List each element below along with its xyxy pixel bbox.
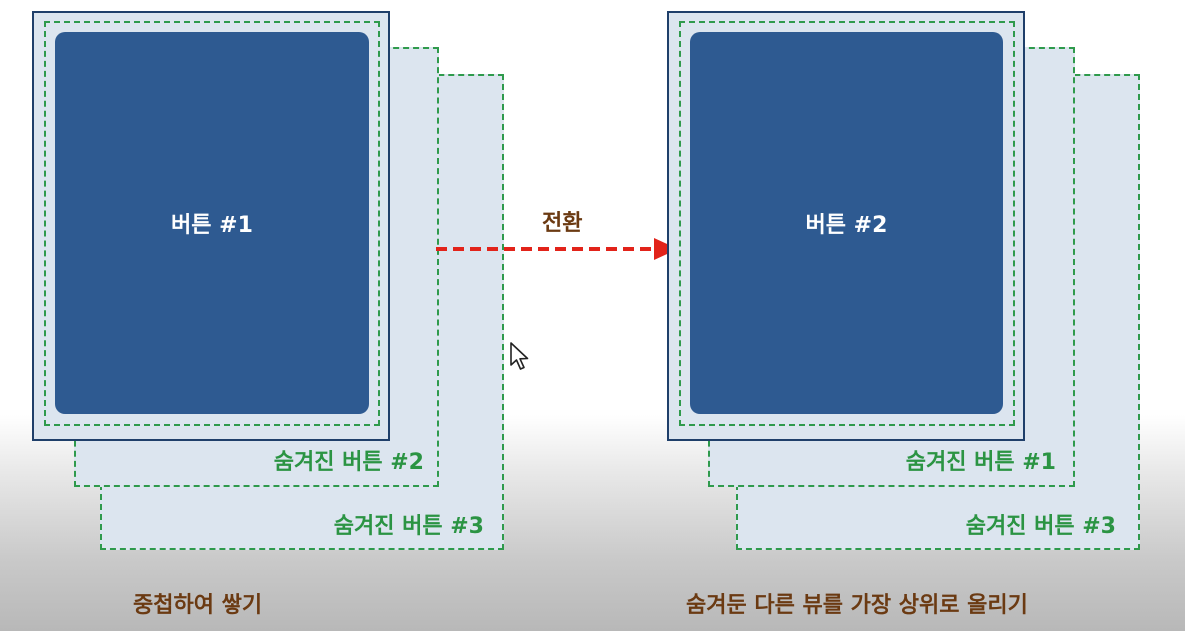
left-front-view-outline (44, 21, 380, 426)
left-visible-button-label: 버튼 #1 (171, 213, 253, 238)
left-hidden-layer-2-label: 숨겨진 버튼 #2 (273, 450, 424, 475)
left-hidden-layer-3-label: 숨겨진 버튼 #3 (333, 514, 484, 539)
arrow-right-icon (436, 238, 678, 260)
mouse-cursor-icon (510, 342, 529, 370)
right-visible-button-label: 버튼 #2 (805, 213, 888, 238)
right-caption: 숨겨둔 다른 뷰를 가장 상위로 올리기 (686, 593, 1028, 618)
right-front-view-outline (679, 21, 1015, 426)
transition-label: 전환 (542, 211, 583, 236)
right-visible-button[interactable]: 버튼 #2 (690, 32, 1003, 414)
right-hidden-layer-1-label: 숨겨진 버튼 #1 (905, 450, 1056, 475)
right-hidden-layer-3-label: 숨겨진 버튼 #3 (965, 514, 1116, 539)
left-visible-button[interactable]: 버튼 #1 (55, 32, 369, 414)
left-caption: 중첩하여 쌓기 (133, 593, 263, 618)
